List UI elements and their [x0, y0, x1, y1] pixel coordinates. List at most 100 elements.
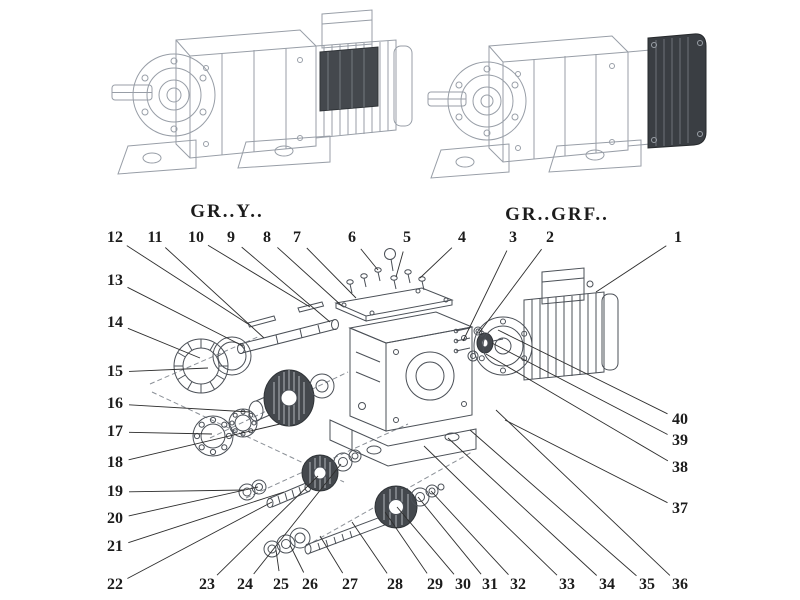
assembled-unit-gr-y: [111, 9, 413, 175]
callout-18: 18: [107, 454, 123, 471]
leader-line-3: [462, 250, 508, 342]
motor-stator: [319, 46, 379, 112]
callout-38: 38: [672, 459, 688, 476]
leader-line-25: [275, 549, 280, 572]
leader-line-26: [289, 544, 305, 573]
leader-line-34: [447, 437, 598, 576]
leader-line-39: [491, 342, 668, 435]
callout-36: 36: [672, 576, 688, 593]
leader-line-10: [207, 244, 311, 308]
leader-line-37: [504, 419, 668, 504]
leader-line-35: [469, 429, 637, 577]
callout-29: 29: [427, 576, 443, 593]
mounting-foot: [117, 139, 197, 175]
terminal-box: [321, 9, 373, 49]
leader-line-8: [277, 247, 343, 307]
mounting-foot: [548, 139, 642, 173]
helical-gear: [263, 369, 335, 427]
gear-housing: [175, 29, 317, 159]
assembled-unit-gr-grf: [427, 33, 707, 179]
exploded-motor: [523, 267, 619, 381]
leader-line-21: [128, 491, 285, 544]
leader-line-7: [306, 247, 357, 299]
callout-34: 34: [599, 576, 615, 593]
drain-plug: [358, 402, 366, 410]
callout-23: 23: [199, 576, 215, 593]
callout-4: 4: [458, 229, 466, 246]
callout-35: 35: [639, 576, 655, 593]
shaft-key: [247, 315, 277, 328]
motor-body: [315, 39, 397, 139]
leader-line-2: [478, 248, 542, 334]
callout-21: 21: [107, 538, 123, 555]
callout-16: 16: [107, 395, 123, 412]
leader-line-5: [395, 251, 404, 278]
leader-line-24: [253, 463, 342, 575]
input-shaft: [237, 301, 339, 354]
callout-22: 22: [107, 576, 123, 593]
callout-39: 39: [672, 432, 688, 449]
cover-bolts: [346, 248, 426, 294]
callout-33: 33: [559, 576, 575, 593]
callout-17: 17: [107, 423, 123, 440]
roller-bearing: [173, 336, 252, 394]
assembly-axes: [149, 335, 473, 547]
leader-line-30: [396, 506, 455, 575]
callout-15: 15: [107, 363, 123, 380]
mounting-foot: [430, 143, 510, 179]
leader-line-4: [419, 247, 453, 279]
callout-20: 20: [107, 510, 123, 527]
gear-housing: [488, 35, 629, 163]
callout-40: 40: [672, 411, 688, 428]
leader-line-9: [241, 246, 331, 323]
callout-27: 27: [342, 576, 358, 593]
leader-line-36: [495, 409, 671, 576]
callout-12: 12: [107, 229, 123, 246]
leader-line-28: [351, 521, 388, 574]
callout-10: 10: [188, 229, 204, 246]
leader-line-12: [126, 245, 249, 325]
callout-8: 8: [263, 229, 271, 246]
callout-2: 2: [546, 229, 554, 246]
callout-5: 5: [403, 229, 411, 246]
leader-line-19: [128, 489, 246, 493]
fan-cover: [647, 33, 707, 149]
leader-line-11: [164, 247, 265, 339]
callout-26: 26: [302, 576, 318, 593]
leader-line-6: [360, 248, 379, 271]
intermediate-pinion-cluster: [238, 449, 362, 508]
callout-14: 14: [107, 314, 123, 331]
motor-end-cap: [601, 293, 619, 371]
leader-line-23: [216, 475, 319, 576]
callout-24: 24: [237, 576, 253, 593]
callout-11: 11: [147, 229, 163, 246]
leader-line-17: [128, 431, 213, 435]
leader-line-27: [319, 535, 344, 574]
motor-flange: [473, 316, 533, 376]
variant-label-gr-y: GR..Y..: [190, 201, 264, 222]
leader-line-40: [497, 329, 668, 415]
eye-bolt: [384, 248, 396, 260]
callout-13: 13: [107, 272, 123, 289]
leader-line-13: [127, 286, 244, 347]
leader-line-32: [430, 490, 509, 576]
motor-end-cap: [393, 45, 413, 127]
variant-label-gr-grf: GR..GRF..: [505, 204, 609, 225]
terminal-box: [541, 267, 585, 305]
leader-line-20: [128, 486, 259, 517]
leader-line-15: [128, 367, 209, 372]
leader-line-16: [128, 404, 251, 413]
leader-line-1: [595, 245, 667, 293]
gearbox-housing: [348, 311, 474, 432]
callout-28: 28: [387, 576, 403, 593]
output-shaft-cluster: [263, 483, 445, 558]
leader-lines: [126, 244, 671, 579]
callout-32: 32: [510, 576, 526, 593]
callout-37: 37: [672, 500, 688, 517]
callout-9: 9: [227, 229, 235, 246]
callout-3: 3: [509, 229, 517, 246]
housing-feet: [329, 419, 477, 467]
leader-line-31: [417, 496, 482, 575]
